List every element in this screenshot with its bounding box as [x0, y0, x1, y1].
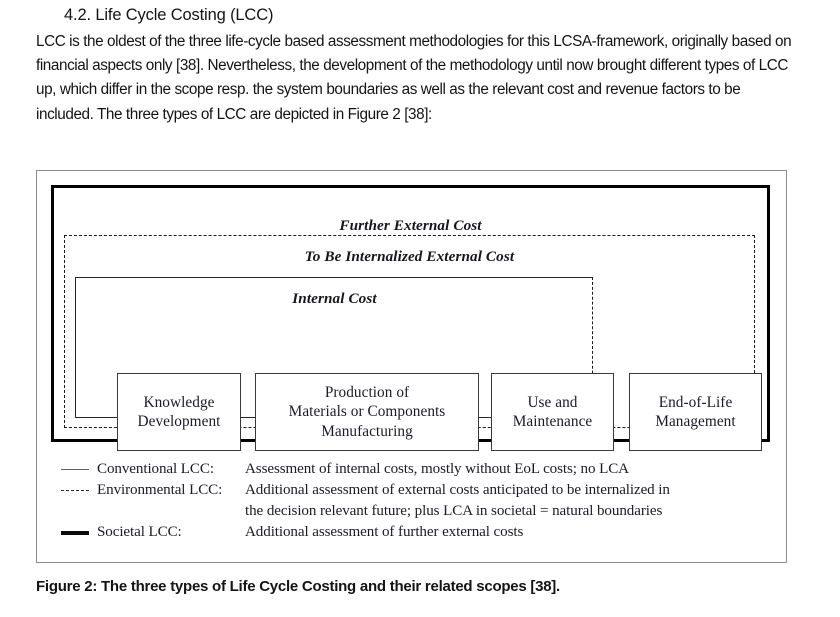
legend-row-conventional-lcc: Conventional LCC: Assessment of internal…: [51, 459, 771, 480]
legend-description-environmental-lcc-line2: the decision relevant future; plus LCA i…: [245, 503, 663, 519]
legend-term-societal-lcc: Societal LCC:: [97, 524, 182, 540]
stage-box-production-manufacturing: Production of Materials or Components Ma…: [255, 373, 479, 451]
legend-row-environmental-lcc: Environmental LCC: Additional assessment…: [51, 480, 771, 501]
legend-description-environmental-lcc: Additional assessment of external costs …: [245, 482, 670, 498]
scope-box-environmental-lcc: To Be Internalized External Cost Interna…: [64, 235, 762, 451]
legend-row-environmental-lcc-continued: the decision relevant future; plus LCA i…: [51, 501, 771, 522]
scope-box-societal-lcc: Further External Cost To Be Internalized…: [51, 185, 770, 451]
scope-label-further-external-cost: Further External Cost: [339, 217, 482, 234]
figure-2-container: Further External Cost To Be Internalized…: [36, 170, 787, 563]
legend-row-societal-lcc: Societal LCC: Additional assessment of f…: [51, 522, 771, 543]
figure-caption: Figure 2: The three types of Life Cycle …: [36, 578, 560, 595]
legend-term-environmental-lcc: Environmental LCC:: [97, 482, 223, 498]
scope-label-to-be-internalized-external-cost: To Be Internalized External Cost: [304, 248, 515, 265]
stage-box-end-of-life-management: End-of-Life Management: [629, 373, 762, 451]
article-text-section: 4.2. Life Cycle Costing (LCC) LCC is the…: [36, 4, 812, 127]
scope-label-internal-cost: Internal Cost: [292, 290, 377, 307]
stage-box-use-maintenance: Use and Maintenance: [491, 373, 614, 451]
legend-term-conventional-lcc: Conventional LCC:: [97, 461, 214, 477]
section-heading: 4.2. Life Cycle Costing (LCC): [64, 6, 274, 24]
legend-line-solid-thick-icon: [61, 531, 89, 535]
body-paragraph: LCC is the oldest of the three life-cycl…: [36, 33, 792, 123]
legend-line-solid-thin-icon: [61, 469, 89, 470]
stage-box-knowledge-development: Knowledge Development: [117, 373, 241, 451]
legend-description-conventional-lcc: Assessment of internal costs, mostly wit…: [245, 461, 629, 477]
life-cycle-stage-row: Knowledge Development Production of Mate…: [65, 236, 762, 451]
legend-description-societal-lcc: Additional assessment of further externa…: [245, 524, 524, 540]
figure-legend: Conventional LCC: Assessment of internal…: [51, 459, 771, 543]
legend-line-dashed-icon: [61, 490, 89, 491]
conventional-scope-right-boundary: [592, 277, 593, 418]
